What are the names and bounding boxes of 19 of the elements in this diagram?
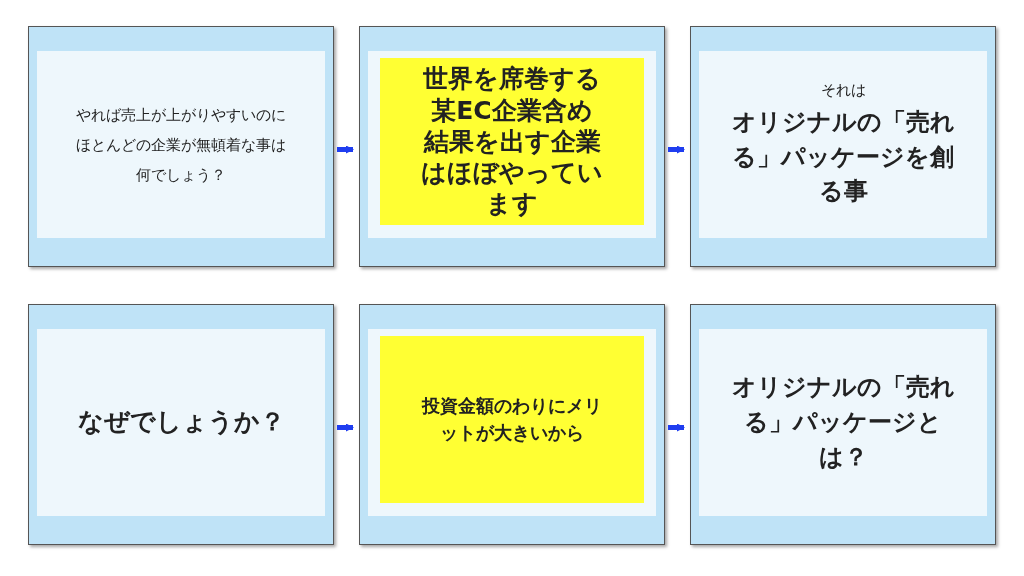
slide-text: やれば売上が上がりやすいのにほとんどの企業が無頓着な事は何でしょう？ [75, 104, 287, 186]
slide-text: 世界を席巻する某EC企業含め結果を出す企業はほぼやっています [420, 63, 604, 220]
slide-text: なぜでしょうか？ [76, 406, 286, 439]
slide-panel [28, 304, 334, 545]
arrow [668, 145, 685, 154]
slide-text: オリジナルの「売れる」パッケージを創る事 [730, 106, 956, 208]
highlight-box [380, 58, 644, 225]
slide-text: それは [819, 79, 867, 101]
slide-panel [28, 26, 334, 267]
slide-panel [690, 26, 996, 267]
highlight-box [380, 336, 644, 503]
arrow [337, 145, 354, 154]
slide-text: 投資金額のわりにメリットが大きいから [420, 394, 603, 445]
arrow [337, 423, 354, 432]
slide-panel [690, 304, 996, 545]
arrow [668, 423, 685, 432]
slide-panel [359, 26, 665, 267]
slide-panel [359, 304, 665, 545]
slide-text: オリジナルの「売れる」パッケージとは？ [730, 372, 956, 473]
